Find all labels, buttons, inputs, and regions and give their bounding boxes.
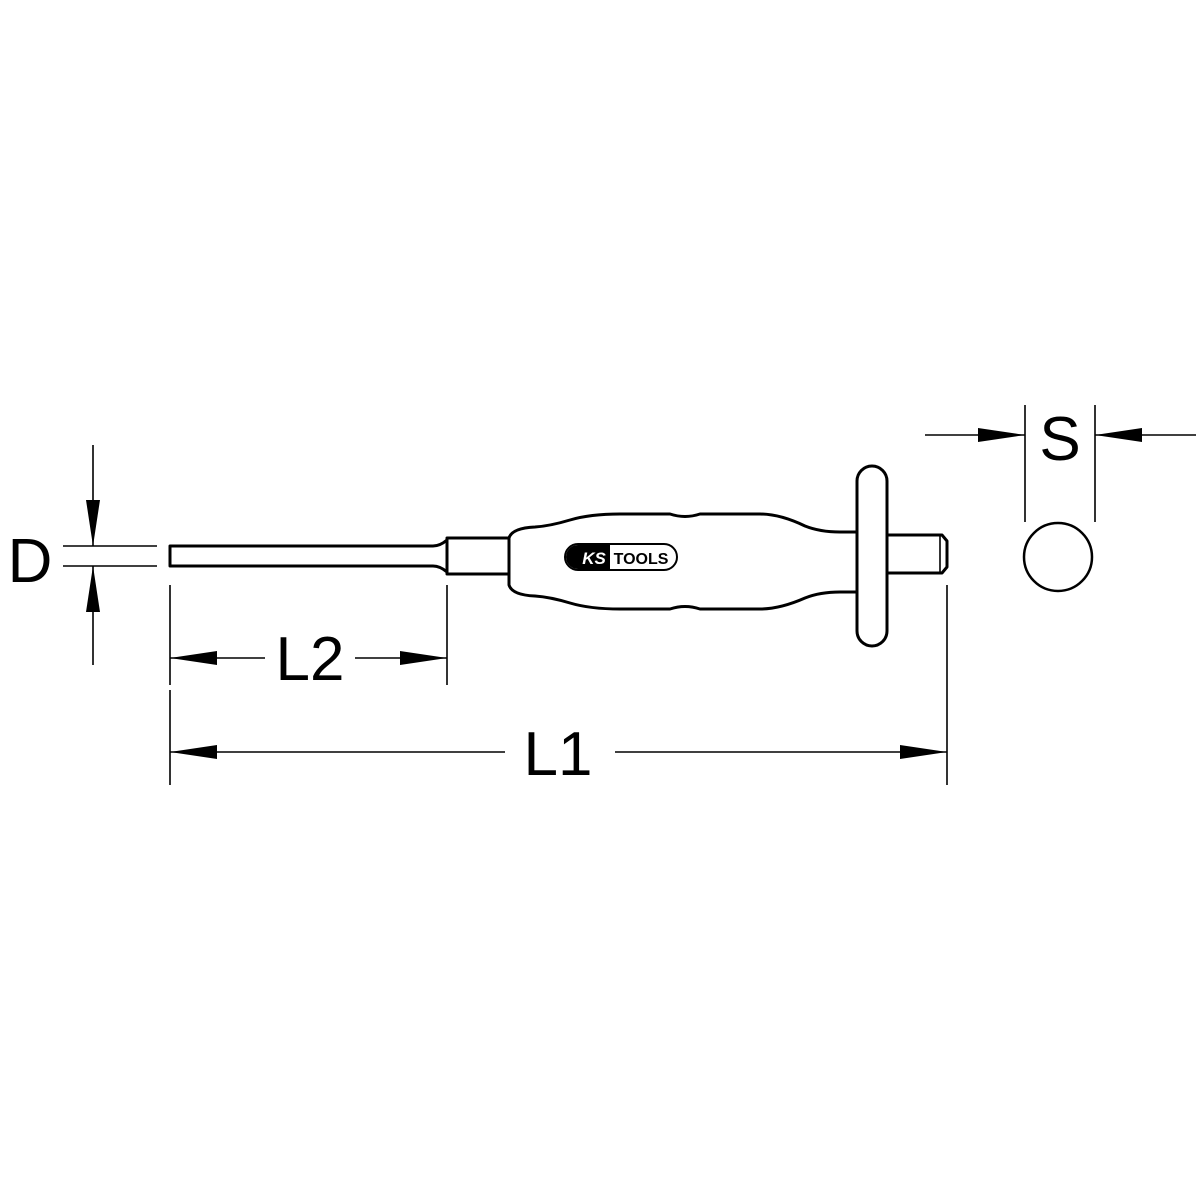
pin-punch-drawing: KS TOOLS (168, 464, 949, 648)
dimension-l2: L2 (169, 585, 448, 694)
label-l1: L1 (524, 720, 593, 789)
collar (445, 536, 511, 576)
label-l2: L2 (276, 625, 345, 694)
svg-text:TOOLS: TOOLS (614, 551, 669, 568)
rear-pin (885, 533, 949, 575)
cross-section-circle (1022, 521, 1094, 593)
dimension-s: S (925, 405, 1196, 593)
ks-tools-logo: KS TOOLS (564, 543, 678, 571)
dimension-d: D (8, 445, 157, 665)
label-s: S (1039, 405, 1080, 474)
handle (507, 512, 860, 611)
shaft (168, 538, 449, 574)
guard (855, 464, 889, 648)
label-d: D (8, 527, 53, 596)
dimension-l1: L1 (169, 585, 948, 789)
svg-text:KS: KS (582, 549, 606, 568)
